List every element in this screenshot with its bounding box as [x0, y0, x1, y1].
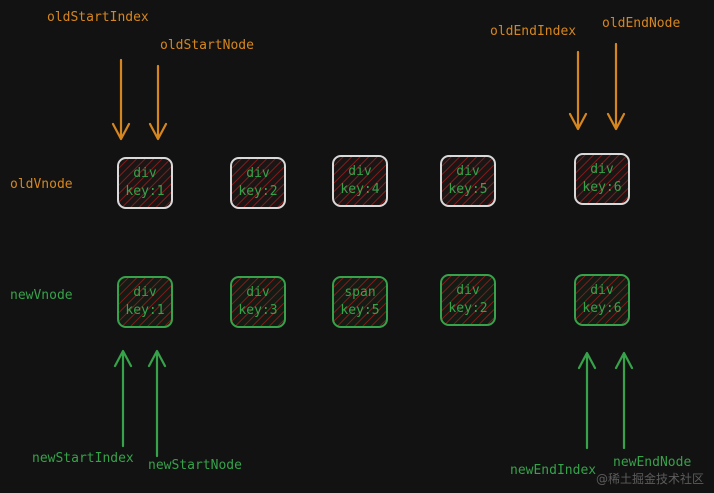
new-node-key: key:2 — [448, 301, 488, 316]
new-start-index-label: newStartIndex — [32, 451, 134, 466]
new-node-box: div key:6 — [574, 274, 630, 326]
old-start-node-arrow — [148, 64, 168, 141]
old-node-key: key:5 — [448, 182, 488, 197]
old-node-key: key:4 — [340, 182, 380, 197]
new-end-index-label: newEndIndex — [510, 463, 597, 478]
new-node-tag: div — [590, 283, 614, 298]
new-end-node-arrow — [614, 351, 634, 450]
new-start-node-label: newStartNode — [148, 458, 242, 473]
old-start-index-label: oldStartIndex — [47, 10, 149, 25]
new-node-key: key:1 — [125, 303, 165, 318]
old-vnode-label: oldVnode — [10, 177, 73, 192]
old-node-tag: div — [456, 164, 480, 179]
old-node-box: div key:2 — [230, 157, 286, 209]
old-node-tag: div — [133, 166, 157, 181]
new-end-node-label: newEndNode — [613, 455, 692, 470]
old-end-node-arrow — [606, 42, 626, 131]
old-node-box: div key:4 — [332, 155, 388, 207]
old-end-index-label: oldEndIndex — [490, 24, 577, 39]
new-node-key: key:5 — [340, 303, 380, 318]
new-end-index-arrow — [577, 351, 597, 450]
new-start-node-arrow — [147, 349, 167, 458]
watermark: @稀土掘金技术社区 — [595, 472, 704, 486]
old-node-tag: div — [348, 164, 372, 179]
old-node-tag: div — [246, 166, 270, 181]
old-node-tag: div — [590, 162, 614, 177]
new-node-box: span key:5 — [332, 276, 388, 328]
new-node-tag: div — [246, 285, 270, 300]
old-end-node-label: oldEndNode — [602, 16, 681, 31]
new-node-tag: span — [344, 285, 376, 300]
new-node-box: div key:2 — [440, 274, 496, 326]
old-node-box: div key:6 — [574, 153, 630, 205]
old-node-box: div key:1 — [117, 157, 173, 209]
new-node-box: div key:1 — [117, 276, 173, 328]
new-node-key: key:6 — [582, 301, 622, 316]
old-node-box: div key:5 — [440, 155, 496, 207]
old-node-key: key:6 — [582, 180, 622, 195]
old-end-index-arrow — [568, 50, 588, 131]
old-node-key: key:1 — [125, 184, 165, 199]
old-start-node-label: oldStartNode — [160, 38, 254, 53]
old-node-key: key:2 — [238, 184, 278, 199]
new-node-box: div key:3 — [230, 276, 286, 328]
new-node-key: key:3 — [238, 303, 278, 318]
new-vnode-label: newVnode — [10, 288, 73, 303]
old-start-index-arrow — [111, 58, 131, 141]
new-start-index-arrow — [113, 349, 133, 448]
new-node-tag: div — [133, 285, 157, 300]
new-node-tag: div — [456, 283, 480, 298]
